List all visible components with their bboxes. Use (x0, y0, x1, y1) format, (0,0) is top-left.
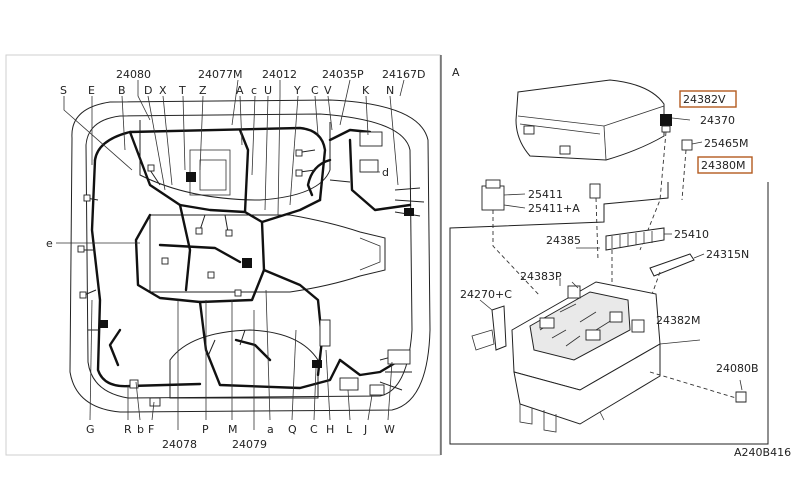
label-top-13: K (362, 84, 370, 97)
part-25410: 25410 (674, 228, 709, 241)
label-bottom-10: L (346, 423, 353, 436)
label-side-d: d (382, 166, 389, 179)
fuse-box-cover (515, 79, 665, 161)
connectors (77, 131, 414, 407)
label-bottom-9: H (326, 423, 334, 436)
number-bottom-1: 24079 (232, 438, 267, 451)
part-24382M: 24382M (656, 314, 700, 327)
part-24385: 24385 (546, 234, 581, 247)
number-top-4: 24167D (382, 68, 425, 81)
label-top-3: D (144, 84, 152, 97)
label-top-2: B (118, 84, 126, 97)
part-25411: 25411 (528, 188, 563, 201)
label-top-9: U (264, 84, 272, 97)
label-top-14: N (386, 84, 394, 97)
label-top-10: Y (293, 84, 301, 97)
fuse-strips (605, 227, 705, 301)
part-24383P: 24383P (520, 270, 562, 283)
label-bottom-6: a (267, 423, 274, 436)
label-bottom-1: R (124, 423, 132, 436)
label-top-7: A (236, 84, 244, 97)
part-24382V: 24382V (683, 93, 726, 106)
label-top-11: C (311, 84, 319, 97)
label-bottom-5: M (228, 423, 238, 436)
section-label: A (452, 66, 460, 79)
label-bottom-3: F (148, 423, 154, 436)
figure-code: A240B416 (734, 446, 791, 459)
part-24080B: 24080B (716, 362, 759, 375)
label-bottom-7: Q (288, 423, 297, 436)
label-bottom-12: W (384, 423, 395, 436)
top-labels: S E B D X T Z A c U Y C V K N 24080 2407… (46, 68, 425, 250)
label-top-6: Z (199, 84, 207, 97)
part-24270C: 24270+C (460, 288, 512, 301)
label-top-1: E (88, 84, 95, 97)
vehicle-outline (69, 99, 431, 413)
number-top-0: 24080 (116, 68, 151, 81)
label-bottom-2: b (137, 423, 144, 436)
grommet-part (471, 299, 507, 351)
label-side-e: e (46, 237, 53, 250)
part-25465M: 25465M (704, 137, 748, 150)
label-top-0: S (60, 84, 67, 97)
relay-parts (639, 114, 703, 251)
label-bottom-11: J (363, 423, 367, 436)
part-labels: 24382V 24370 25465M 24380M 25411 25411+A… (460, 90, 759, 375)
number-top-3: 24035P (322, 68, 364, 81)
label-bottom-0: G (86, 423, 95, 436)
part-24370: 24370 (700, 114, 735, 127)
part-24380M: 24380M (701, 159, 745, 172)
highlight-box-24382v (679, 90, 737, 108)
left-panel-frame (5, 54, 441, 456)
highlight-box-24380m (697, 156, 753, 174)
number-bottom-0: 24078 (162, 438, 197, 451)
leader-lines-bottom (89, 289, 393, 430)
number-top-2: 24012 (262, 68, 297, 81)
leader-lines-top (56, 79, 405, 244)
label-top-12: V (324, 84, 332, 97)
label-top-4: X (159, 84, 167, 97)
bottom-labels: G R b F P M a Q C H L J W 24078 24079 (86, 423, 395, 451)
fuse-block (511, 278, 701, 433)
right-frame (449, 182, 769, 445)
relay-25411 (481, 179, 601, 297)
bolt-part (649, 371, 747, 403)
part-25411A: 25411+A (528, 202, 580, 215)
part-24315N: 24315N (706, 248, 749, 261)
label-bottom-8: C (310, 423, 318, 436)
label-top-5: T (178, 84, 186, 97)
number-top-1: 24077M (198, 68, 242, 81)
label-top-8: c (251, 84, 257, 97)
label-bottom-4: P (202, 423, 209, 436)
